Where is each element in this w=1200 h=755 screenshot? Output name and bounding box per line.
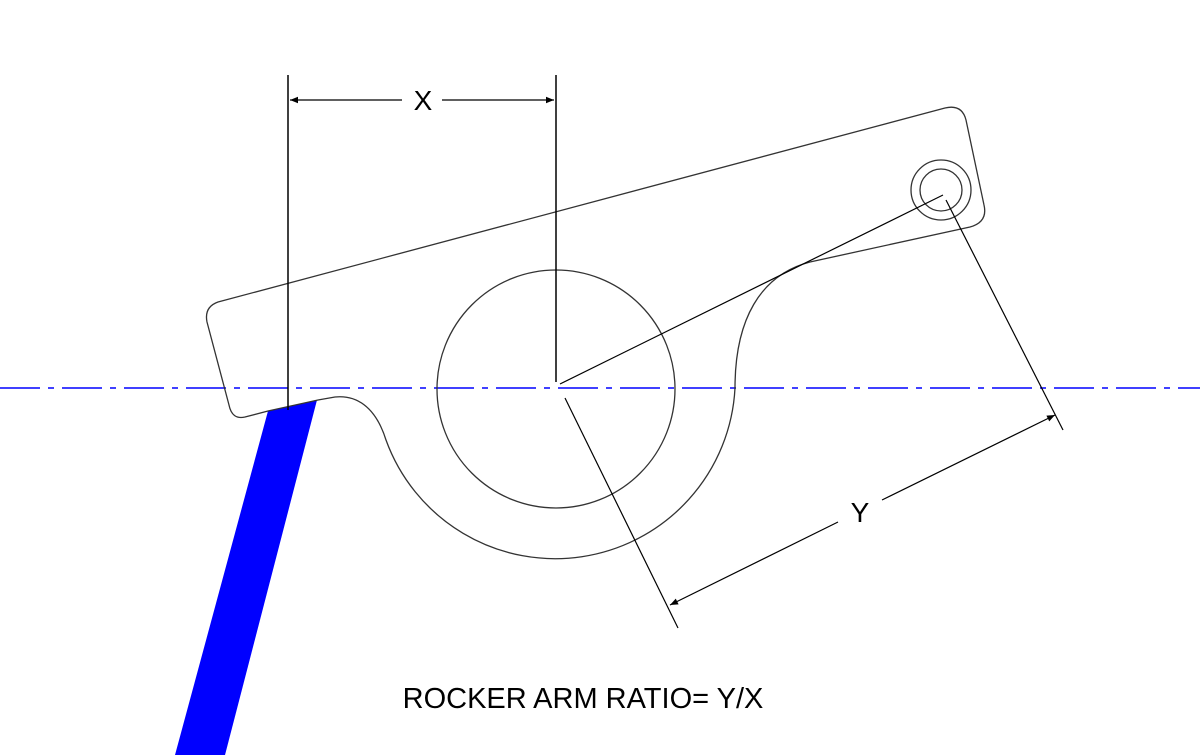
- ratio-caption: ROCKER ARM RATIO= Y/X: [403, 683, 764, 715]
- y-label: Y: [851, 497, 870, 528]
- pin-inner-circle: [919, 168, 963, 212]
- y-extension-pin: [945, 199, 1064, 431]
- y-extension-pivot: [564, 397, 679, 629]
- y-dimension-line-lower: [669, 521, 839, 606]
- pivot-to-pin-line: [559, 194, 944, 385]
- rocker-arm-outline: [205, 106, 986, 560]
- pushrod: [175, 400, 317, 755]
- x-label: X: [414, 85, 433, 116]
- y-dimension-line-upper: [881, 414, 1056, 501]
- pin-outer-circle: [910, 159, 972, 221]
